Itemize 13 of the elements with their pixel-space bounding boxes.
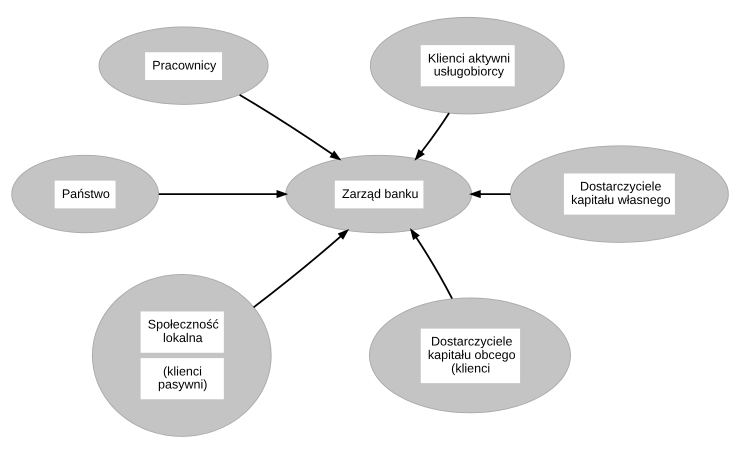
arrow xyxy=(414,112,450,160)
node-ellipse: Dostarczyciele kapitału obcego (klienci xyxy=(368,297,571,413)
node-ellipse: Dostarczyciele kapitału własnego xyxy=(510,144,729,242)
node-circle: Społeczność lokalna (klienci pasywni) xyxy=(92,273,272,436)
arrow xyxy=(239,94,342,160)
arrow xyxy=(158,190,288,198)
arrow xyxy=(410,228,453,298)
arrow xyxy=(253,228,350,308)
arrow xyxy=(469,190,510,198)
node-ellipse: Państwo xyxy=(11,154,159,233)
node-ellipse: Klienci aktywni usługobiorcy xyxy=(370,16,565,114)
node-ellipse: Pracownicy xyxy=(98,26,269,104)
node-ellipse: Zarząd banku xyxy=(285,154,472,233)
